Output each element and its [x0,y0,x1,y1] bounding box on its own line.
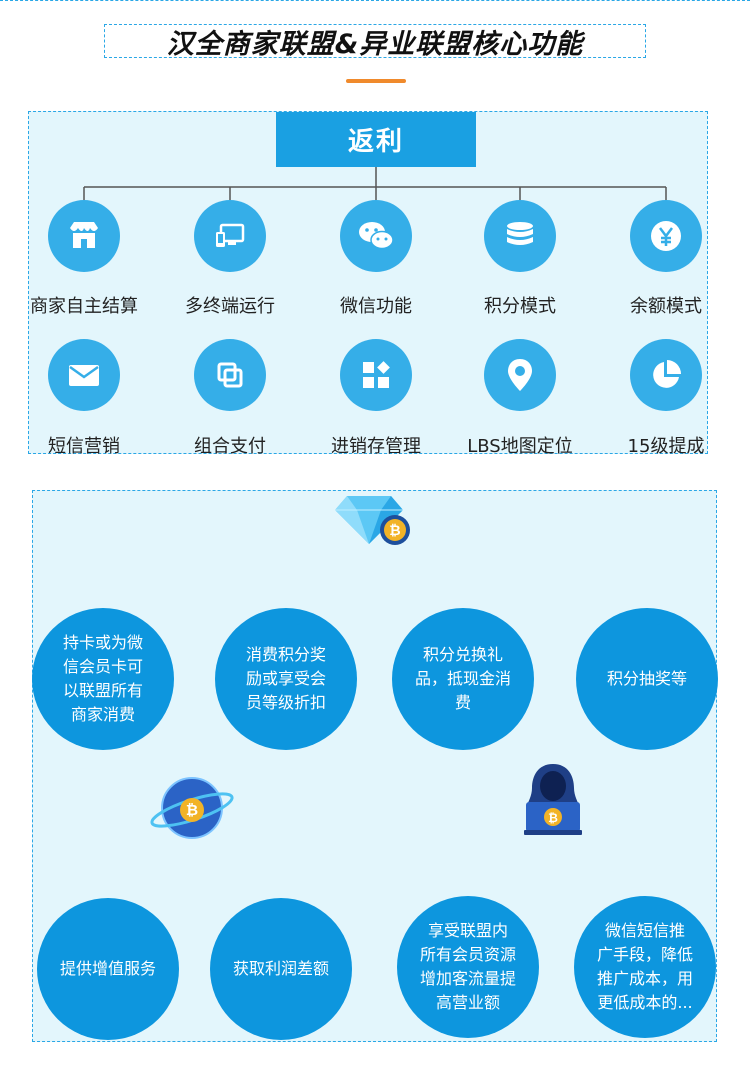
database-icon [484,200,556,272]
benefit-bubble: 积分兑换礼品，抵现金消费 [392,608,534,750]
storefront-icon [48,200,120,272]
hacker-laptop-icon: ₿ [520,762,586,838]
multi-device-icon [194,200,266,272]
rebate-header: 返利 [276,112,476,167]
title-accent-bar [346,79,406,83]
svg-text:₿: ₿ [548,811,558,825]
pie-chart-icon [630,339,702,411]
feature-label: 短信营销 [48,436,120,457]
feature-label: 组合支付 [194,436,266,457]
envelope-icon [48,339,120,411]
layers-icon [194,339,266,411]
feature-label: 15级提成 [627,436,705,457]
wechat-icon [340,200,412,272]
svg-text:₿: ₿ [186,801,198,819]
map-pin-icon [484,339,556,411]
feature-label: 多终端运行 [185,296,275,317]
grid-icon [340,339,412,411]
top-divider [0,0,750,1]
benefit-bubble: 积分抽奖等 [576,608,718,750]
feature-label: 商家自主结算 [30,296,138,317]
diamond-bitcoin-icon: ₿ [335,488,415,548]
merchant-bubble: 享受联盟内所有会员资源增加客流量提高营业额 [397,896,539,1038]
globe-bitcoin-icon: ₿ [148,770,236,846]
feature-label: 进销存管理 [331,436,421,457]
merchant-bubble: 微信短信推广手段，降低推广成本，用更低成本的... [574,896,716,1038]
benefit-bubble: 持卡或为微信会员卡可以联盟所有商家消费 [32,608,174,750]
feature-label: LBS地图定位 [467,436,573,457]
feature-label: 余额模式 [630,296,702,317]
service-bubble: 提供增值服务 [37,898,179,1040]
feature-label: 积分模式 [484,296,556,317]
service-bubble: 获取利润差额 [210,898,352,1040]
page-title: 汉全商家联盟&异业联盟核心功能 [104,24,646,60]
yen-icon [630,200,702,272]
svg-text:₿: ₿ [389,523,400,539]
feature-label: 微信功能 [340,296,412,317]
benefit-bubble: 消费积分奖励或享受会员等级折扣 [215,608,357,750]
